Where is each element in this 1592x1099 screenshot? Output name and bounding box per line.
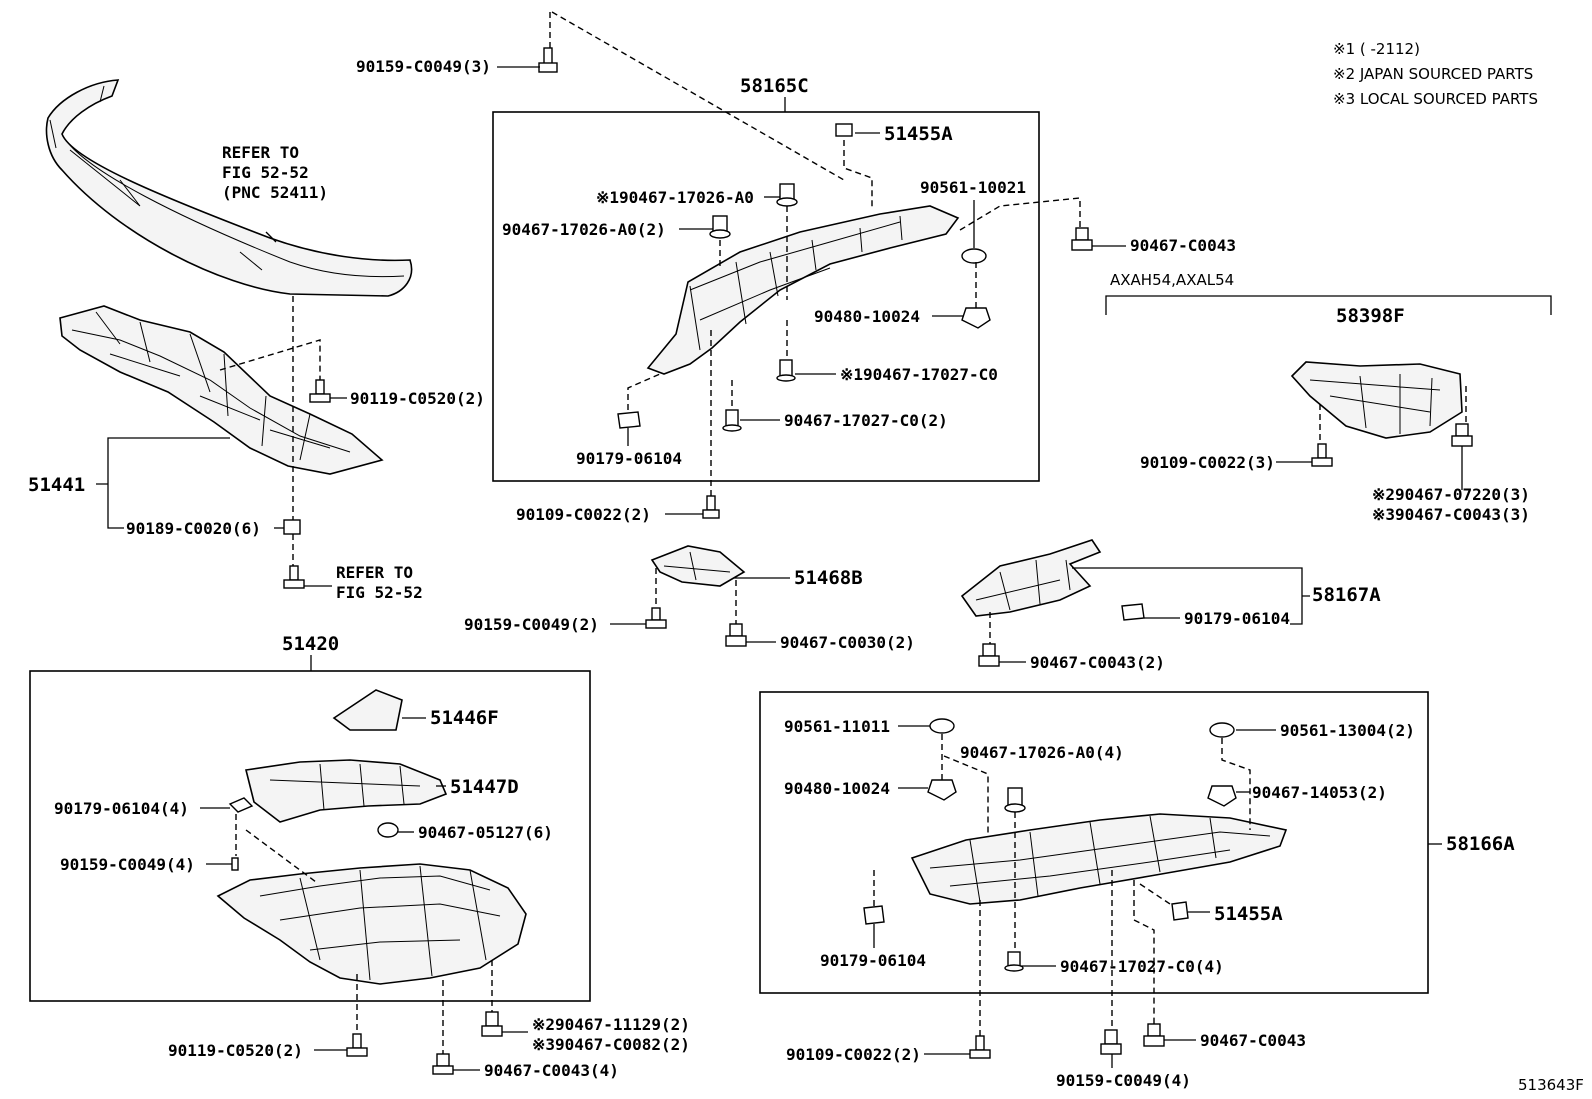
label-90561-11011: 90561-11011 [784, 717, 890, 736]
label-90467-c0043-bot: 90467-C0043 [1200, 1031, 1306, 1050]
bumper-note-line1: REFER TO [222, 143, 299, 162]
label-51447d: 51447D [450, 776, 519, 798]
variant-bracket [1105, 295, 1552, 315]
box-51420 [29, 670, 591, 1002]
label-90159-c0049-4: 90159-C0049(4) [60, 855, 195, 874]
label-58166a: 58166A [1446, 833, 1515, 855]
box-58166a [759, 691, 1429, 994]
bumper-part [45, 79, 413, 297]
part-labels: 58165C 51455A 90159-C0049(3) ※190467-170… [28, 57, 1530, 1090]
label-51455a-top: 51455A [884, 123, 953, 145]
leader-lines [96, 66, 1463, 1071]
label-90119-c0520-top: 90119-C0520(2) [350, 389, 485, 408]
bumper-note: REFER TO FIG 52-52 (PNC 52411) [222, 143, 328, 202]
label-190467-17026: ※190467-17026-A0 [596, 188, 754, 207]
legend: ※1 ( -2112) ※2 JAPAN SOURCED PARTS ※3 LO… [1333, 40, 1538, 108]
assembly-lines [219, 11, 1467, 1054]
label-90119-c0520-bot: 90119-C0520(2) [168, 1041, 303, 1060]
label-90467-05127: 90467-05127(6) [418, 823, 553, 842]
label-90480-10024-bot: 90480-10024 [784, 779, 890, 798]
label-90467-c0043-mid: 90467-C0043(2) [1030, 653, 1165, 672]
part-51441 [59, 305, 384, 475]
label-51455a-bot: 51455A [1214, 903, 1283, 925]
label-90179-06104-top: 90179-06104 [576, 449, 682, 468]
bottom-note: REFER TO FIG 52-52 [336, 563, 423, 602]
label-90179-06104-bot: 90179-06104 [820, 951, 926, 970]
part-51446f [332, 689, 403, 731]
label-90467-c0030: 90467-C0030(2) [780, 633, 915, 652]
figure-id: 513643F [1518, 1076, 1584, 1094]
label-58398f: 58398F [1336, 305, 1405, 327]
variant-label: AXAH54,AXAL54 [1110, 271, 1234, 289]
part-58398f [1290, 361, 1463, 439]
bumper-note-line3: (PNC 52411) [222, 183, 328, 202]
label-90467-14053: 90467-14053(2) [1252, 783, 1387, 802]
label-90467-c0043-4: 90467-C0043(4) [484, 1061, 619, 1080]
label-58167a: 58167A [1312, 584, 1381, 606]
legend-note-1: ※1 ( -2112) [1333, 40, 1420, 58]
label-90467-17027-4: 90467-17027-C0(4) [1060, 957, 1224, 976]
label-90467-11129: ※290467-11129(2) [532, 1015, 690, 1034]
part-51420 [216, 863, 527, 985]
label-90467-c0082: ※390467-C0082(2) [532, 1035, 690, 1054]
label-90109-c0022-mid: 90109-C0022(2) [516, 505, 651, 524]
legend-note-3: ※3 LOCAL SOURCED PARTS [1333, 90, 1538, 108]
legend-note-2: ※2 JAPAN SOURCED PARTS [1333, 65, 1533, 83]
part-51468b [650, 545, 746, 587]
label-90179-06104-4: 90179-06104(4) [54, 799, 189, 818]
label-90159-c0049-top: 90159-C0049(3) [356, 57, 491, 76]
bottom-note-line1: REFER TO [336, 563, 413, 582]
label-51468b: 51468B [794, 567, 863, 589]
label-90467-17027-2: 90467-17027-C0(2) [784, 411, 948, 430]
label-90480-10024-top: 90480-10024 [814, 307, 920, 326]
part-58166a [910, 813, 1288, 905]
label-90467-c0043-r: 90467-C0043 [1130, 236, 1236, 255]
box-58165c [492, 111, 1040, 482]
label-90467-c0043-3: ※390467-C0043(3) [1372, 505, 1530, 524]
part-58165c [646, 205, 960, 375]
label-90467-17026-4: 90467-17026-A0(4) [960, 743, 1124, 762]
label-90561-10021: 90561-10021 [920, 178, 1026, 197]
label-90159-c0049-mid: 90159-C0049(2) [464, 615, 599, 634]
part-58167a [960, 539, 1102, 617]
label-90109-c0022-bot: 90109-C0022(2) [786, 1045, 921, 1064]
label-90467-07220: ※290467-07220(3) [1372, 485, 1530, 504]
label-90467-17026-2: 90467-17026-A0(2) [502, 220, 666, 239]
label-51441: 51441 [28, 474, 85, 496]
label-90159-c0049-bot: 90159-C0049(4) [1056, 1071, 1191, 1090]
label-58165c: 58165C [740, 75, 809, 97]
label-90109-c0022-r: 90109-C0022(3) [1140, 453, 1275, 472]
label-51446f: 51446F [430, 707, 499, 729]
label-51420: 51420 [282, 633, 339, 655]
label-90189-c0020: 90189-C0020(6) [126, 519, 261, 538]
bottom-note-line2: FIG 52-52 [336, 583, 423, 602]
label-90561-13004: 90561-13004(2) [1280, 721, 1415, 740]
part-51447d [245, 759, 448, 823]
label-190467-17027: ※190467-17027-C0 [840, 365, 998, 384]
label-90179-06104-r: 90179-06104 [1184, 609, 1290, 628]
bumper-note-line2: FIG 52-52 [222, 163, 309, 182]
